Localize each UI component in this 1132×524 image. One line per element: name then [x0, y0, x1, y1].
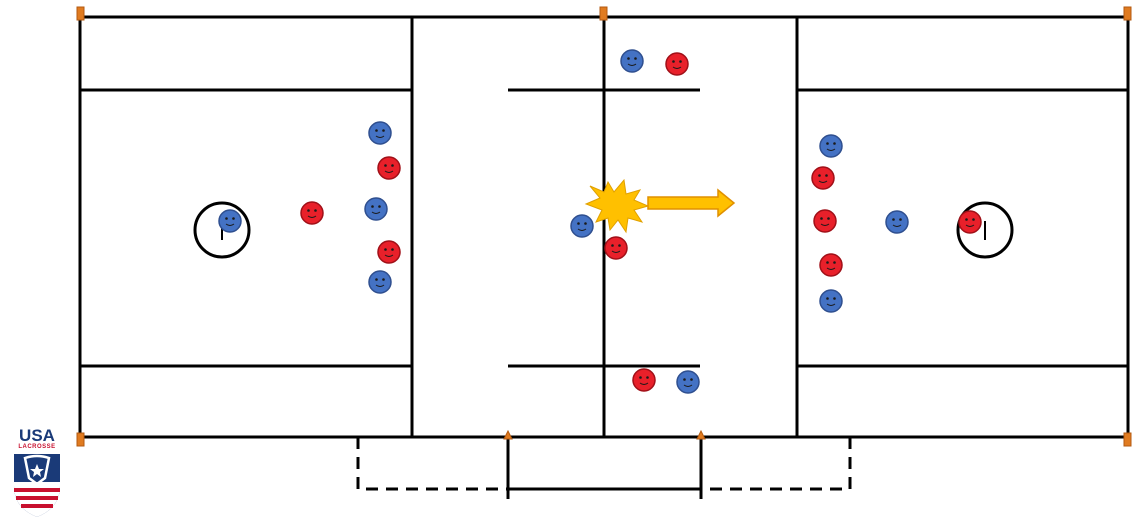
faceoff-burst-icon [584, 178, 650, 234]
red-player-icon [300, 201, 324, 225]
red-player-icon [604, 236, 628, 260]
logo-shield-icon [14, 454, 60, 517]
blue-player-icon [819, 134, 843, 158]
sub-gate-marker [503, 429, 513, 440]
red-player-icon [813, 209, 837, 233]
red-player-icon [377, 156, 401, 180]
red-player-icon [811, 166, 835, 190]
usa-lacrosse-logo: USA LACROSSE [4, 426, 70, 520]
blue-player-icon [676, 370, 700, 394]
corner-marker [76, 6, 85, 21]
logo-subtitle: LACROSSE [18, 444, 56, 450]
substitution-area [356, 437, 852, 499]
blue-player-icon [885, 210, 909, 234]
red-player-icon [665, 52, 689, 76]
corner-marker [1123, 6, 1132, 21]
blue-player-icon [620, 49, 644, 73]
blue-player-icon [819, 289, 843, 313]
sub-box-right-dashed [700, 437, 852, 491]
corner-marker [76, 432, 85, 447]
red-player-icon [958, 210, 982, 234]
blue-player-icon [368, 270, 392, 294]
blue-player-icon [368, 121, 392, 145]
blue-player-icon [364, 197, 388, 221]
red-player-icon [819, 253, 843, 277]
ball-direction-arrow-icon [647, 188, 736, 218]
corner-markers [76, 6, 1132, 447]
sub-box-left-dashed [356, 437, 508, 491]
corner-marker [1123, 432, 1132, 447]
goal-crease-left [193, 201, 251, 259]
players-layer [218, 49, 982, 394]
red-player-icon [632, 368, 656, 392]
goal-crease-right [956, 201, 1014, 259]
red-player-icon [377, 240, 401, 264]
corner-marker [599, 6, 608, 21]
sub-gate-marker [696, 429, 706, 440]
blue-player-icon [218, 209, 242, 233]
blue-player-icon [570, 214, 594, 238]
logo-wordmark: USA [19, 426, 55, 445]
